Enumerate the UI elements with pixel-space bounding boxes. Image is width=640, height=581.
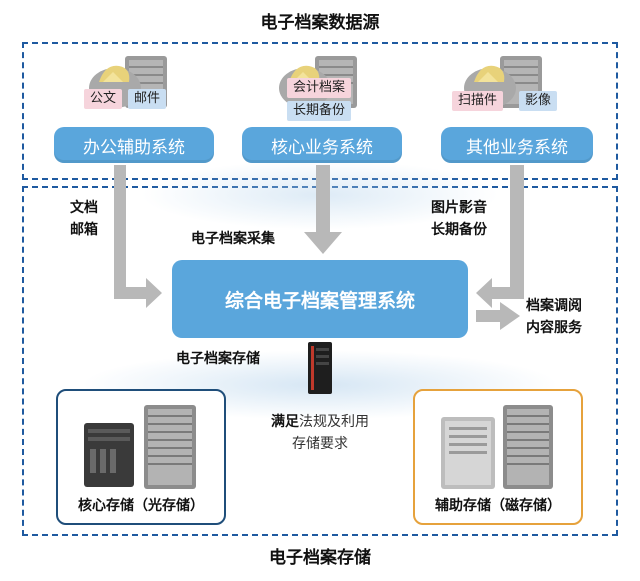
magnetic-storage-icon (441, 405, 553, 489)
other-to-center-arrow (476, 165, 524, 308)
label-long-term-backup: 长期备份 (431, 222, 487, 238)
label-image-media: 图片影音 (431, 200, 487, 216)
aux-storage-label: 辅助存储（磁存储） (435, 498, 561, 514)
core-to-center-arrow (304, 165, 342, 254)
office-system-button[interactable]: 办公辅助系统 (54, 127, 214, 163)
label-archive-storage: 电子档案存储 (176, 351, 260, 367)
aux-storage-box: 辅助存储（磁存储） (413, 389, 583, 525)
office-to-center-arrow (114, 165, 162, 308)
label-archive-access: 档案调阅 (526, 298, 582, 314)
data-source-title: 电子档案数据源 (260, 13, 380, 33)
requirement-line-2: 存储要求 (292, 436, 348, 452)
tag-changqi-beifen: 长期备份 (287, 101, 352, 121)
tag-yingxiang: 影像 (519, 91, 558, 111)
storage-requirement-text: 满足法规及利用 存储要求 (236, 411, 404, 455)
other-business-system-button[interactable]: 其他业务系统 (441, 127, 593, 163)
central-archive-system[interactable]: 综合电子档案管理系统 (172, 260, 468, 338)
core-business-system-button[interactable]: 核心业务系统 (242, 127, 402, 163)
optical-storage-icon (84, 405, 196, 489)
label-collection: 电子档案采集 (191, 231, 275, 247)
requirement-line-1: 满足法规及利用 (236, 411, 404, 433)
label-youxiang: 邮箱 (70, 222, 98, 238)
tag-saomiaojian: 扫描件 (452, 91, 504, 111)
tag-gongwen: 公文 (84, 89, 123, 109)
center-to-service-arrow (476, 302, 520, 330)
tag-youjian: 邮件 (128, 89, 167, 109)
archive-storage-title: 电子档案存储 (269, 548, 371, 568)
core-storage-label: 核心存储（光存储） (78, 498, 204, 514)
label-content-service: 内容服务 (526, 320, 582, 336)
label-wendang: 文档 (70, 200, 98, 216)
rack-server-icon (308, 342, 332, 394)
core-storage-box: 核心存储（光存储） (56, 389, 226, 525)
requirement-strong: 满足 (271, 414, 299, 430)
tag-kuaiji-dangan: 会计档案 (287, 78, 352, 98)
requirement-rest: 法规及利用 (299, 414, 369, 430)
